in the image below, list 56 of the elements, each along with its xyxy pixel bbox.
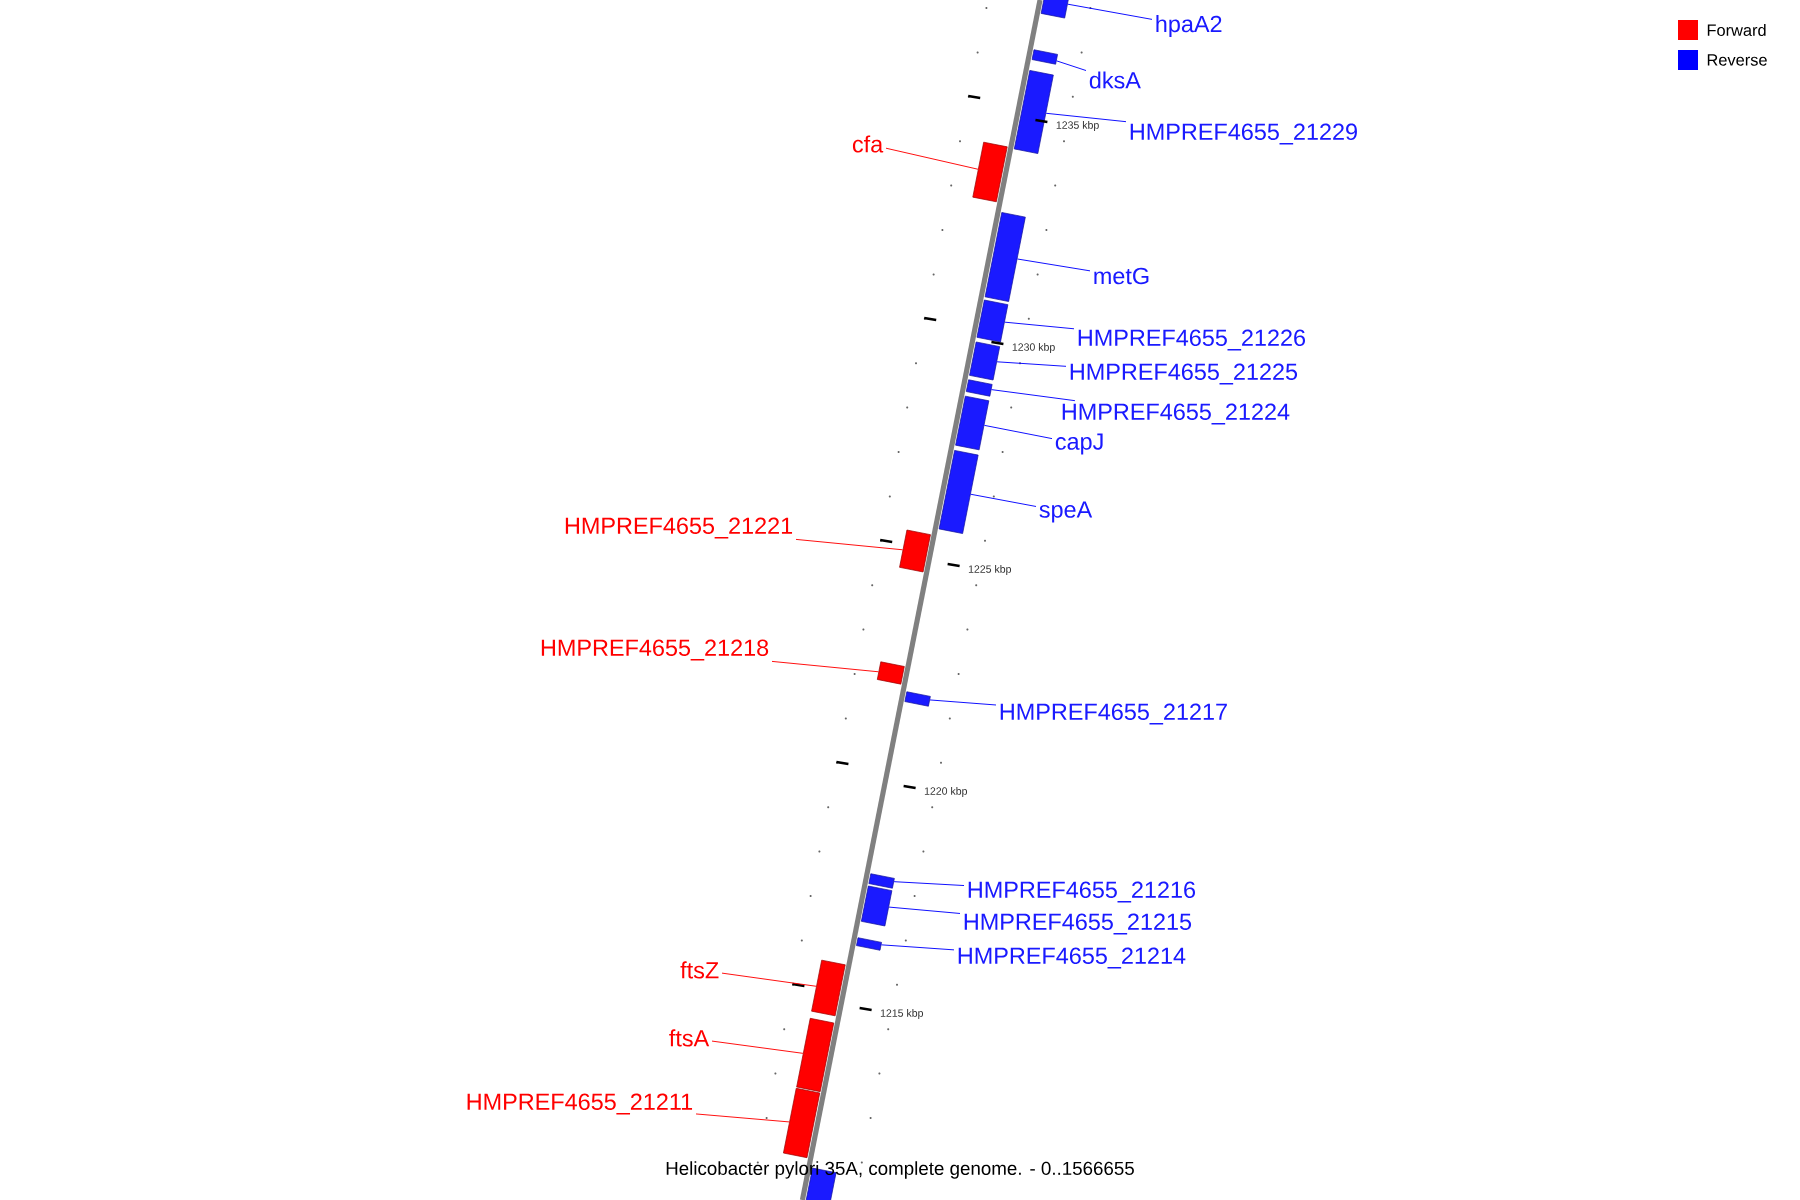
leader-line (893, 881, 965, 886)
gene-bar (904, 691, 931, 707)
leader-line (880, 944, 955, 951)
leader-line (929, 699, 997, 706)
gene-label: HMPREF4655_21215 (964, 913, 1192, 935)
gene-label: HMPREF4655_21229 (1130, 123, 1357, 145)
gene-bar (965, 379, 993, 397)
gene-label: hpaA2 (1156, 15, 1222, 37)
leader-line (1067, 3, 1153, 20)
gene-label: capJ (1055, 433, 1103, 455)
leader-line (991, 389, 1076, 402)
gene-bar (938, 450, 979, 534)
gene-bar (1040, 0, 1071, 19)
leader-line (711, 1040, 804, 1054)
leader-line (996, 361, 1067, 367)
leader-line (695, 1113, 790, 1123)
gene-label: HMPREF4655_21224 (1062, 403, 1290, 425)
gene-bar (1013, 70, 1054, 154)
legend-label: Reverse (1707, 54, 1767, 66)
leader-line (1045, 112, 1127, 123)
gene-label: HMPREF4655_21218 (541, 639, 769, 661)
leader-line (1004, 321, 1075, 330)
gene-label: HMPREF4655_21214 (958, 947, 1186, 969)
leader-line (885, 147, 979, 170)
leader-line (1016, 258, 1091, 272)
gene-bar (856, 937, 882, 951)
gene-label: speA (1039, 501, 1093, 523)
leader-line (1056, 60, 1087, 71)
gene-bar (796, 1017, 835, 1092)
gene-label: HMPREF4655_21216 (968, 881, 1195, 903)
gene-label: HMPREF4655_21211 (467, 1093, 693, 1115)
gene-label: cfa (852, 135, 884, 153)
leader-line (888, 906, 961, 914)
gene-bar (783, 1087, 821, 1159)
gene-label: metG (1094, 267, 1149, 285)
leader-line (970, 493, 1037, 507)
legend-label: Forward (1707, 24, 1766, 36)
gene-bar (1031, 49, 1058, 65)
gene-label: dksA (1089, 71, 1141, 89)
gene-bar (972, 141, 1008, 203)
gene-label: ftsZ (680, 961, 719, 979)
gene-bar (899, 529, 931, 573)
gene-bar (811, 959, 846, 1017)
gene-label: ftsA (669, 1029, 710, 1047)
gene-label: HMPREF4655_21221 (565, 517, 793, 539)
gene-bar (976, 299, 1009, 343)
gene-bar (868, 873, 895, 889)
leader-line (795, 538, 904, 551)
leader-line (983, 424, 1053, 440)
caption: Helicobacter pylori 35A, complete genome. - 0..1566655 (666, 1161, 1134, 1179)
gene-label: HMPREF4655_21217 (1000, 703, 1227, 725)
leader-line (771, 660, 879, 673)
gene-bar (876, 661, 905, 685)
gene-label: HMPREF4655_21226 (1078, 329, 1305, 351)
leader-line (721, 972, 817, 987)
gene-label: HMPREF4655_21225 (1070, 363, 1298, 385)
